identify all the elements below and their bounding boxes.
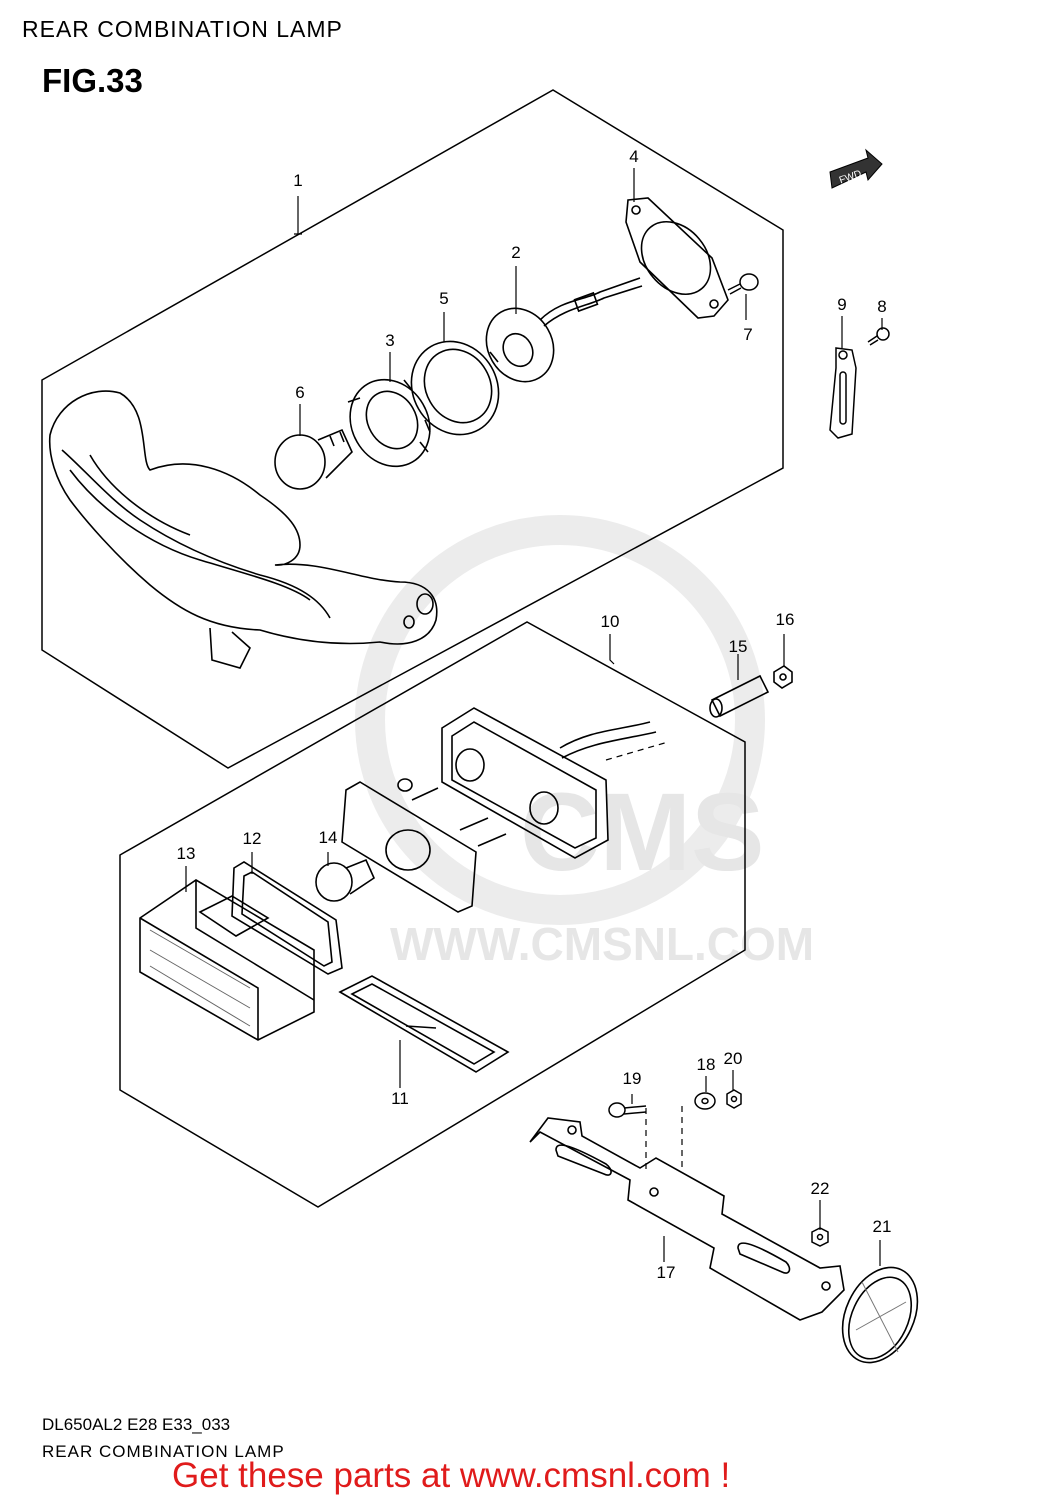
part-screw-8 <box>867 327 890 346</box>
callout-12: 12 <box>243 829 262 848</box>
diagram-code: DL650AL2 E28 E33_033 <box>42 1415 231 1434</box>
assembly-frame-upper <box>41 89 784 769</box>
callout-15: 15 <box>729 637 748 656</box>
part-bulb <box>274 428 353 490</box>
callout-3: 3 <box>385 331 394 350</box>
forward-arrow-icon: FWD <box>829 148 883 189</box>
part-gasket <box>625 197 729 319</box>
leader-lines <box>185 168 883 1266</box>
watermark-brand: CMS <box>520 771 764 894</box>
callout-2: 2 <box>511 243 520 262</box>
part-small-bulb <box>315 858 376 902</box>
part-retaining-ring <box>410 340 500 436</box>
page-title: REAR COMBINATION LAMP <box>22 16 343 42</box>
part-reflector <box>841 1266 919 1364</box>
callout-6: 6 <box>295 383 304 402</box>
watermark-url: WWW.CMSNL.COM <box>390 918 814 970</box>
part-license-lamp-housing <box>441 707 657 859</box>
callout-17: 17 <box>657 1263 676 1282</box>
part-socket-ring <box>347 378 431 468</box>
watermark: CMS WWW.CMSNL.COM <box>355 515 814 970</box>
assembly-frame-lower <box>119 621 746 1208</box>
callout-10: 10 <box>601 612 620 631</box>
callout-22: 22 <box>811 1179 830 1198</box>
parts-link[interactable]: Get these parts at www.cmsnl.com ! <box>172 1456 731 1495</box>
callout-19: 19 <box>623 1069 642 1088</box>
callout-5: 5 <box>439 289 448 308</box>
part-nut-20 <box>726 1089 742 1109</box>
callout-16: 16 <box>776 610 795 629</box>
part-strap <box>829 347 857 439</box>
part-lamp-base <box>341 778 507 913</box>
part-screw-7 <box>727 273 759 295</box>
callout-13: 13 <box>177 844 196 863</box>
callout-11: 11 <box>391 1089 409 1108</box>
footer-title: REAR COMBINATION LAMP <box>42 1442 285 1461</box>
part-screw-19 <box>608 1102 647 1118</box>
callout-9: 9 <box>837 295 846 314</box>
callout-numbers: 1 2 3 4 5 6 7 8 9 10 11 12 13 14 15 16 1… <box>177 147 892 1282</box>
part-plate-lens <box>338 975 510 1073</box>
part-nut-22 <box>811 1227 829 1247</box>
callout-20: 20 <box>724 1049 743 1068</box>
part-license-bracket <box>529 1117 845 1321</box>
watermark-logo-ring <box>355 515 765 925</box>
part-collar <box>709 674 770 718</box>
part-gasket-12 <box>231 861 343 975</box>
part-washer-18 <box>694 1092 716 1110</box>
callout-7: 7 <box>743 325 752 344</box>
callout-4: 4 <box>629 147 638 166</box>
part-socket-wiring <box>485 277 643 383</box>
callout-1: 1 <box>293 171 302 190</box>
callout-21: 21 <box>873 1217 892 1236</box>
callout-14: 14 <box>319 828 338 847</box>
part-lens <box>139 879 315 1041</box>
callout-18: 18 <box>697 1055 716 1074</box>
figure-label: FIG.33 <box>42 62 143 99</box>
callout-8: 8 <box>877 297 886 316</box>
part-tail-lamp-housing <box>48 390 438 669</box>
part-nut-16 <box>773 665 793 689</box>
